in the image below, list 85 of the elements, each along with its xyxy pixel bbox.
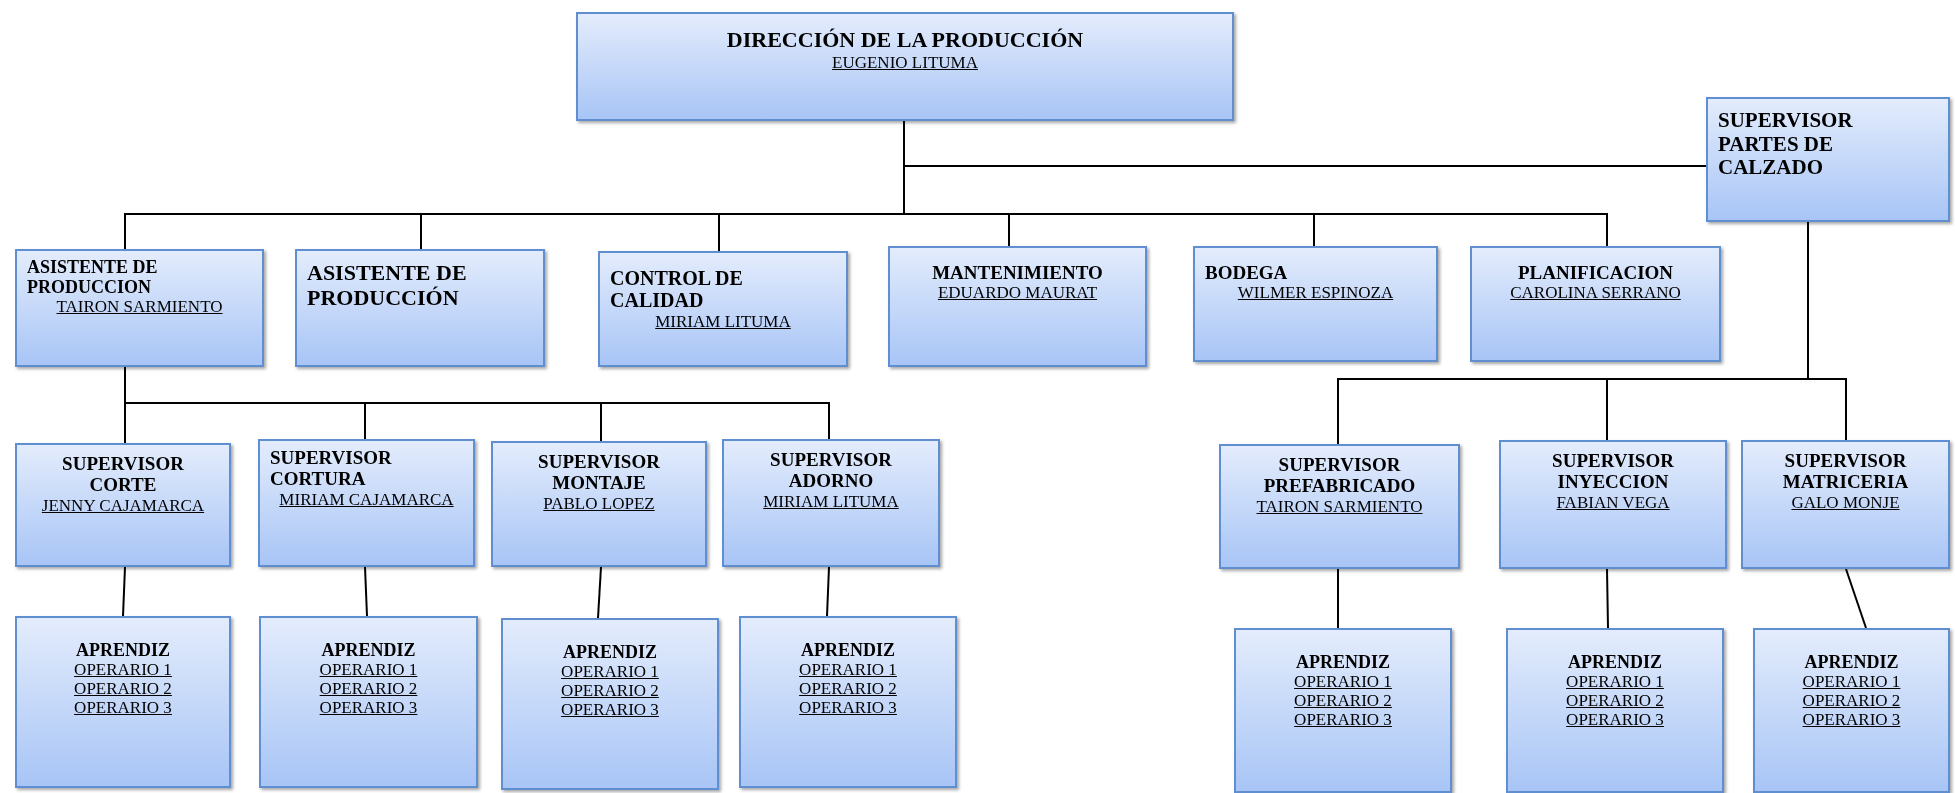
org-box: [15, 249, 264, 367]
connector-line: [364, 566, 368, 617]
person-name: MIRIAM LITUMA: [762, 491, 900, 511]
person-name: JENNY CAJAMARCA: [40, 495, 206, 515]
role-title: SUPERVISOR CORTURA: [270, 447, 393, 490]
org-box: [258, 439, 475, 567]
org-box: [295, 249, 545, 367]
person-name: OPERARIO 3: [798, 698, 898, 718]
role-title: SUPERVISOR INYECCION: [1551, 450, 1675, 493]
org-box: [259, 616, 478, 788]
person-name: OPERARIO 2: [798, 679, 898, 699]
role-title: SUPERVISOR MONTAJE: [537, 451, 661, 494]
person-name: EDUARDO MAURAT: [936, 283, 1099, 303]
org-box: [1741, 440, 1950, 569]
role-title: APRENDIZ: [320, 640, 417, 661]
role-title: MANTENIMIENTO: [931, 262, 1104, 284]
person-name: OPERARIO 2: [1565, 691, 1665, 711]
role-title: SUPERVISOR MATRICERIA: [1781, 450, 1910, 493]
org-box: [722, 439, 940, 567]
org-box: [1193, 246, 1438, 362]
role-title: APRENDIZ: [75, 640, 171, 661]
role-title: APRENDIZ: [800, 640, 896, 661]
role-title: SUPERVISOR PARTES DE CALZADO: [1718, 109, 1854, 180]
person-name: OPERARIO 3: [560, 700, 660, 720]
connector-line: [1845, 568, 1867, 629]
person-name: MIRIAM CAJAMARCA: [278, 489, 455, 509]
person-name: OPERARIO 1: [1565, 672, 1665, 692]
person-name: FABIAN VEGA: [1555, 492, 1671, 512]
person-name: OPERARIO 2: [1801, 691, 1902, 711]
role-title: DIRECCIÓN DE LA PRODUCCIÓN: [725, 28, 1085, 53]
role-title: ASISTENTE DE PRODUCCIÓN: [307, 261, 468, 311]
org-box: [501, 618, 719, 790]
org-box: [1234, 628, 1452, 793]
org-box: [1506, 628, 1724, 793]
person-name: TAIRON SARMIENTO: [1255, 496, 1424, 516]
person-name: OPERARIO 2: [318, 679, 419, 699]
role-title: APRENDIZ: [1803, 652, 1900, 673]
person-name: OPERARIO 1: [798, 660, 898, 680]
person-name: OPERARIO 1: [1801, 672, 1902, 692]
org-box: [598, 251, 848, 367]
role-title: SUPERVISOR CORTE: [61, 453, 185, 496]
org-box: [1706, 97, 1950, 222]
role-title: BODEGA: [1205, 262, 1289, 284]
org-box: [739, 616, 957, 788]
role-title: ASISTENTE DE PRODUCCION: [27, 257, 159, 298]
org-box: [15, 616, 231, 788]
person-name: OPERARIO 3: [1565, 710, 1665, 730]
role-title: PLANIFICACION: [1516, 262, 1675, 284]
person-name: OPERARIO 2: [1293, 691, 1393, 711]
connector-line: [1337, 568, 1339, 629]
org-box: [888, 246, 1147, 367]
person-name: WILMER ESPINOZA: [1236, 283, 1395, 303]
connector-line: [826, 566, 830, 617]
connector-line: [122, 566, 126, 617]
person-name: OPERARIO 3: [73, 698, 173, 718]
person-name: OPERARIO 1: [318, 660, 419, 680]
role-title: CONTROL DE CALIDAD: [610, 267, 744, 312]
org-box: [1499, 440, 1727, 569]
person-name: OPERARIO 1: [73, 660, 173, 680]
role-title: SUPERVISOR PREFABRICADO: [1262, 454, 1417, 497]
person-name: GALO MONJE: [1790, 492, 1901, 512]
org-box: [1219, 444, 1460, 569]
role-title: APRENDIZ: [1295, 652, 1391, 673]
role-title: APRENDIZ: [562, 642, 658, 663]
person-name: OPERARIO 2: [560, 681, 660, 701]
person-name: OPERARIO 3: [1293, 710, 1393, 730]
person-name: OPERARIO 1: [560, 662, 660, 682]
person-name: OPERARIO 3: [318, 698, 419, 718]
role-title: APRENDIZ: [1567, 652, 1663, 673]
role-title: SUPERVISOR ADORNO: [769, 449, 893, 492]
org-box: [576, 12, 1234, 121]
person-name: EUGENIO LITUMA: [831, 52, 979, 72]
connector-line: [597, 566, 602, 619]
person-name: PABLO LOPEZ: [542, 493, 656, 513]
person-name: OPERARIO 3: [1801, 710, 1902, 730]
person-name: MIRIAM LITUMA: [654, 311, 792, 331]
person-name: CAROLINA SERRANO: [1509, 283, 1682, 303]
org-box: [1753, 628, 1950, 793]
org-box: [1470, 246, 1721, 362]
org-box: [491, 441, 707, 567]
connector-line: [1606, 568, 1609, 629]
person-name: OPERARIO 1: [1293, 672, 1393, 692]
person-name: TAIRON SARMIENTO: [55, 297, 224, 317]
person-name: OPERARIO 2: [73, 679, 173, 699]
org-box: [15, 443, 231, 567]
